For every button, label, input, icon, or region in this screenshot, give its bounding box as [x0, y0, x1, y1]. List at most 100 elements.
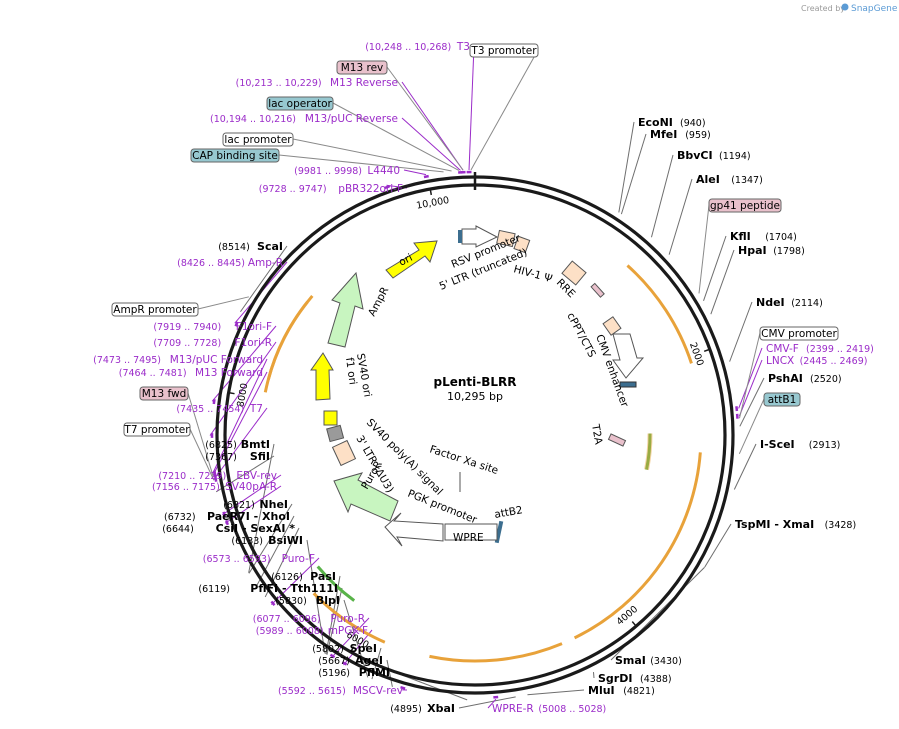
primer-label[interactable]: Puro-F(6573 .. 6593) — [203, 553, 315, 565]
primer-label[interactable]: Amp-R(8426 .. 8445) — [177, 257, 283, 269]
enzyme-label[interactable]: I-SceI(2913) — [760, 438, 840, 451]
feature-label-box[interactable]: AmpR promoter — [111, 302, 199, 317]
f1-ori-arrow[interactable] — [310, 352, 334, 401]
plasmid-name: pLenti-BLRR — [433, 375, 516, 389]
primer-label[interactable]: pBR322ori-F(9728 .. 9747) — [259, 183, 403, 195]
credit-brand: SnapGene — [851, 4, 898, 14]
primer-label[interactable]: Puro-R(6077 .. 6096) — [253, 613, 365, 625]
label-position: (6732) — [164, 512, 196, 523]
cppt-box[interactable] — [602, 316, 622, 336]
primer-label[interactable]: M13 Forward(7464 .. 7481) — [119, 367, 263, 379]
psi-box[interactable] — [513, 235, 531, 254]
t2a-box[interactable] — [607, 433, 627, 447]
enzyme-label[interactable]: NheI(6821) — [223, 498, 288, 511]
pgk-promoter-arrow[interactable] — [384, 512, 444, 547]
ampr-arrow[interactable] — [327, 271, 364, 348]
puror-arrow[interactable] — [333, 472, 399, 522]
enzyme-label[interactable]: TspMI - XmaI(3428) — [735, 518, 856, 531]
primer-label[interactable]: T7(7435 .. 7454) — [176, 403, 263, 415]
enzyme-label[interactable]: CsiI - SexAI *(6644) — [162, 522, 295, 535]
feature-box — [139, 386, 189, 401]
feature-label-box[interactable]: gp41 peptide — [708, 198, 782, 213]
primer-label[interactable]: L4440(9981 .. 9998) — [294, 165, 400, 177]
enzyme-label[interactable]: KflI(1704) — [730, 230, 797, 243]
feature-label-box[interactable]: M13 rev — [336, 60, 388, 75]
label-name: PshAI — [768, 372, 803, 385]
primer-label[interactable]: EBV-rev(7210 .. 7229) — [158, 470, 277, 482]
primer-label[interactable]: M13/pUC Reverse(10,194 .. 10,216) — [210, 113, 398, 125]
ltr5-box[interactable] — [496, 229, 516, 248]
label-name: M13/pUC Forward — [170, 354, 263, 366]
orf-arc — [644, 433, 653, 471]
leader-line — [704, 523, 732, 568]
enzyme-label[interactable]: SmaI(3430) — [615, 654, 682, 667]
enzyme-label[interactable]: MluI(4821) — [588, 684, 655, 697]
label-name: I-SceI — [760, 438, 795, 451]
primer-label[interactable]: MSCV-rev(5592 .. 5615) — [278, 685, 403, 697]
label-name: KflI — [730, 230, 751, 243]
feature-label-box[interactable]: CMV promoter — [759, 326, 839, 341]
orf-arc — [626, 264, 693, 364]
orf-arc — [263, 294, 314, 393]
enzyme-label[interactable]: PflMI(5196) — [318, 666, 390, 679]
label-cppt: cPPT/CTS — [564, 311, 598, 360]
primer-label[interactable]: M13/pUC Forward(7473 .. 7495) — [93, 354, 263, 366]
feature-label-box[interactable]: T7 promoter — [123, 422, 191, 437]
feature-label-box[interactable]: lac operator — [266, 96, 334, 111]
label-leaders — [187, 45, 765, 709]
enzyme-label[interactable]: PshAI(2520) — [768, 372, 842, 385]
enzyme-label[interactable]: BsiWI(6133) — [231, 534, 303, 547]
wpre-box[interactable] — [444, 523, 498, 541]
label-name: ScaI — [257, 240, 283, 253]
primer-marks — [210, 170, 739, 699]
primer-label[interactable]: SV40pA-R(7156 .. 7175) — [152, 481, 277, 493]
enzyme-label[interactable]: HpaI(1798) — [738, 244, 805, 257]
feature-label-box[interactable]: CAP binding site — [190, 148, 280, 163]
ltr3-box[interactable] — [331, 439, 357, 467]
primer-label[interactable]: F1ori-R(7709 .. 7728) — [153, 337, 272, 349]
enzyme-label[interactable]: PaeR7I - XhoI(6732) — [164, 510, 290, 523]
rsv-promoter-arrow[interactable] — [461, 225, 499, 248]
tick-label: 10,000 — [415, 195, 450, 212]
enzyme-label[interactable]: PasI(6126) — [271, 570, 336, 583]
ori-arrow[interactable] — [385, 240, 438, 279]
primer-label[interactable]: T3(10,248 .. 10,268) — [365, 41, 470, 53]
enzyme-label[interactable]: BlpI(5830) — [275, 594, 340, 607]
enzyme-label[interactable]: AgeI(5667) — [318, 654, 383, 667]
enzyme-label[interactable]: ScaI(8514) — [218, 240, 283, 253]
enzyme-label[interactable]: SfiI(7367) — [205, 450, 270, 463]
enzyme-label[interactable]: BbvCI(1194) — [677, 149, 751, 162]
label-position: (5989 .. 6008) — [256, 626, 324, 637]
primer-label[interactable]: WPRE-R(5008 .. 5028) — [492, 703, 606, 715]
primer-label[interactable]: M13 Reverse(10,213 .. 10,229) — [236, 77, 398, 89]
enzyme-label[interactable]: SgrDI(4388) — [598, 672, 672, 685]
enzyme-label[interactable]: XbaI(4895) — [390, 702, 455, 715]
primer-label[interactable]: mPGK-F(5989 .. 6008) — [256, 625, 368, 637]
sv40pa-box[interactable] — [326, 424, 345, 443]
enzyme-label[interactable]: MfeI(959) — [650, 128, 711, 141]
leader-line — [403, 169, 427, 176]
enzyme-label[interactable]: AleI(1347) — [696, 173, 763, 186]
enzyme-label[interactable]: PflFI - Tth111I(6119) — [198, 582, 338, 595]
leader-line — [213, 407, 268, 480]
enzyme-label[interactable]: NdeI(2114) — [756, 296, 823, 309]
label-position: (5008 .. 5028) — [538, 704, 606, 715]
attb1-box[interactable] — [619, 381, 637, 388]
label-name: M13 Reverse — [330, 77, 398, 89]
enzyme-label[interactable]: BmtI(6825) — [205, 438, 270, 451]
feature-label-box[interactable]: M13 fwd — [139, 386, 189, 401]
enzyme-label[interactable]: SpeI(5802) — [312, 642, 377, 655]
enzyme-label[interactable]: EcoNI(940) — [638, 116, 706, 129]
gp41-box[interactable] — [590, 282, 605, 298]
feature-box — [708, 198, 782, 213]
primer-label[interactable]: CMV-F(2399 .. 2419) — [766, 343, 874, 355]
label-position: (3430) — [650, 656, 682, 667]
rre-box[interactable] — [561, 260, 587, 286]
feature-label-box[interactable]: T3 promoter — [469, 43, 539, 58]
primer-label[interactable]: F1ori-F(7919 .. 7940) — [153, 321, 272, 333]
cmv-promoter-arrow[interactable] — [612, 333, 645, 379]
feature-label-box[interactable]: attB1 — [763, 392, 801, 407]
sv40ori-box[interactable] — [323, 410, 338, 426]
primer-label[interactable]: LNCX(2445 .. 2469) — [766, 355, 867, 367]
feature-label-box[interactable]: lac promoter — [222, 132, 294, 147]
